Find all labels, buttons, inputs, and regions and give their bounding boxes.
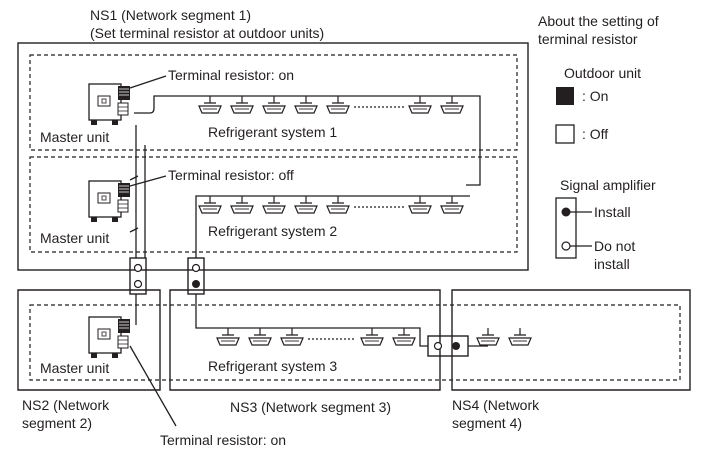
resistor-label-3: Terminal resistor: on [160, 432, 286, 448]
legend-off-label: : Off [582, 126, 608, 142]
indoor-row-3 [216, 327, 532, 346]
master-label-1: Master unit [40, 129, 109, 145]
ns1-boundary [17, 42, 529, 271]
signal-amplifier-left [129, 257, 147, 295]
ns1-note: (Set terminal resistor at outdoor units) [90, 25, 324, 41]
amp-ns34-open [433, 341, 443, 351]
amp-right-filled-bottom [192, 280, 200, 288]
outdoor-unit-1 [88, 83, 131, 126]
master-label-2: Master unit [40, 230, 109, 246]
legend-title-line1: About the setting of [538, 13, 659, 29]
ns4-label-line1: NS4 (Network [452, 397, 540, 413]
ns1-title: NS1 (Network segment 1) [90, 7, 251, 23]
outdoor-unit-2 [88, 180, 131, 223]
ns2-label-line2: segment 2) [22, 415, 92, 431]
indoor-row-1 [198, 95, 464, 114]
system-label-3: Refrigerant system 3 [208, 358, 337, 374]
ns2-boundary [17, 289, 161, 391]
wire-sys1-indoor [134, 95, 481, 186]
legend-amplifier-box [555, 197, 577, 259]
callout-resistor-1 [129, 75, 167, 89]
indoor-row-2 [198, 195, 464, 214]
resistor-label-1: Terminal resistor: on [168, 67, 294, 83]
legend-install-dot [561, 207, 571, 217]
legend-install-label: Install [594, 204, 631, 220]
amp-ns34-filled [452, 342, 460, 350]
legend-amplifier-title: Signal amplifier [560, 177, 656, 193]
signal-amplifier-right [187, 257, 205, 295]
wire-breaks [129, 175, 139, 233]
amp-left-open-bottom [133, 279, 143, 289]
legend-outdoor-unit: Outdoor unit [564, 65, 641, 81]
amp-right-open-top [191, 263, 201, 273]
amp-left-open-top [133, 263, 143, 273]
ns4-label-line2: segment 4) [452, 415, 522, 431]
legend-not-install-line2: install [594, 256, 630, 272]
outdoor-unit-3 [88, 316, 131, 359]
master-label-3: Master unit [40, 360, 109, 376]
callout-resistor-3 [129, 345, 177, 427]
resistor-label-2: Terminal resistor: off [168, 167, 294, 183]
legend-off-swatch [555, 124, 575, 144]
legend-not-install-dot [561, 241, 571, 251]
system-label-2: Refrigerant system 2 [208, 223, 337, 239]
system1-boundary [29, 54, 518, 151]
legend-on-swatch [556, 87, 574, 105]
callout-resistor-2 [129, 175, 167, 187]
ns2-label-line1: NS2 (Network [22, 397, 110, 413]
ns3-boundary [169, 289, 441, 391]
legend-on-label: : On [582, 88, 608, 104]
legend-not-install-line1: Do not [594, 238, 635, 254]
system-label-1: Refrigerant system 1 [208, 124, 337, 140]
system3-boundary [29, 304, 681, 381]
legend-title-line2: terminal resistor [538, 31, 638, 47]
system2-boundary [29, 156, 518, 253]
ns3-label: NS3 (Network segment 3) [230, 399, 391, 415]
wire-sys2-indoor [195, 195, 470, 258]
wire-sys3-indoor [195, 294, 488, 347]
